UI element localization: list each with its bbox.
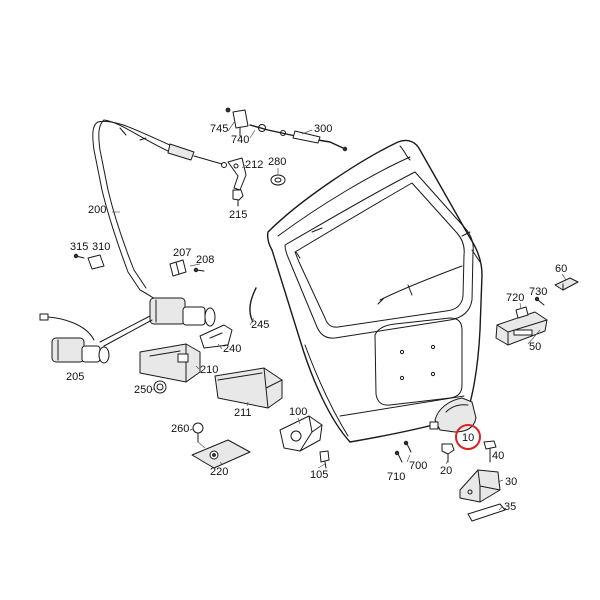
callout-300: 300 [314,123,332,135]
part-207-holder [169,259,187,277]
part-280-cap [270,168,286,186]
callout-310: 310 [92,241,110,253]
part-710-screw [394,450,403,463]
callout-740: 740 [231,134,249,146]
part-300-rod [249,124,348,152]
callout-710: 710 [387,471,405,483]
callout-50: 50 [529,341,541,353]
part-240-bracket [199,324,233,349]
part-40-screw [483,440,497,463]
leader-lines [112,211,567,511]
part-10-lock [429,397,477,433]
part-220-plate [191,439,251,469]
part-200-cable [92,119,227,291]
part-205-actuator [39,313,110,364]
callout-200: 200 [88,204,106,216]
callout-215: 215 [229,209,247,221]
part-actuator-upper [99,289,216,347]
part-105-bolt [319,450,330,469]
highlight-circle [455,424,481,450]
callout-10: 10 [462,432,474,444]
callout-240: 240 [223,343,241,355]
part-60-lamp [554,277,579,291]
tailgate [266,139,483,443]
callout-245: 245 [251,319,269,331]
callout-220: 220 [210,466,228,478]
callout-212: 212 [245,159,263,171]
callout-60: 60 [555,263,567,275]
part-212-bracket [227,157,247,191]
part-211-control-box [214,367,283,409]
part-30-striker [459,469,501,503]
callouts: 745 740 300 212 280 215 200 315 310 207 … [66,123,567,513]
callout-250: 250 [134,384,152,396]
part-260-screw [192,422,204,443]
callout-211: 211 [234,407,252,419]
callout-205: 205 [66,371,84,383]
part-310-clip [87,254,105,270]
callout-30: 30 [505,476,517,488]
part-245-wire [249,287,257,321]
callout-745: 745 [210,123,228,135]
part-210-module [139,343,201,383]
callout-315: 315 [70,241,88,253]
callout-260: 260 [171,423,189,435]
callout-720: 720 [506,292,524,304]
part-208-screw [193,267,205,273]
part-730-screw [534,296,545,306]
part-315-screw [73,253,85,259]
callout-730: 730 [529,286,547,298]
callout-208: 208 [196,254,214,266]
callout-207: 207 [173,247,191,259]
callout-105: 105 [310,469,328,481]
callout-100: 100 [289,406,307,418]
part-100-latch [279,415,323,452]
part-720-clip [515,306,529,319]
callout-700: 700 [409,460,427,472]
part-35-plate [467,503,506,522]
part-700-screw [403,440,412,453]
part-745-740-clip [225,107,256,139]
part-20-bolt [441,443,455,463]
callout-280: 280 [268,156,286,168]
callout-35: 35 [504,501,516,513]
part-250-grommet [153,380,167,394]
part-215-bolt [232,189,244,207]
part-50-handle [495,311,548,346]
callout-20: 20 [440,465,452,477]
callout-210: 210 [200,364,218,376]
callout-40: 40 [492,450,504,462]
